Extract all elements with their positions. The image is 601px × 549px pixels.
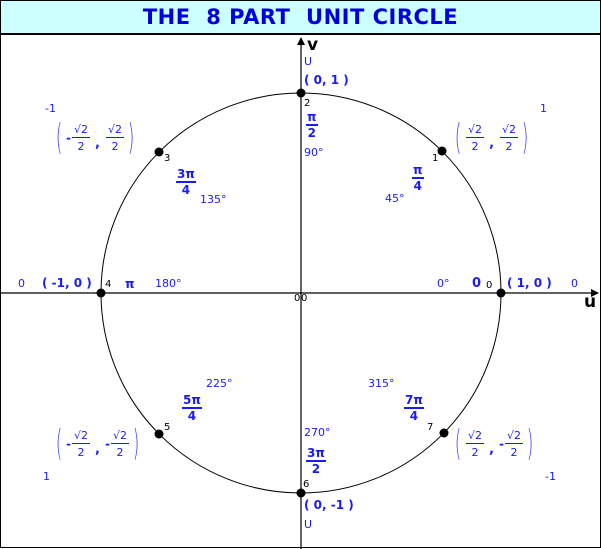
point-5-corner-value: 1 bbox=[43, 470, 50, 483]
v-axis-arrow-icon bbox=[297, 37, 305, 45]
u-axis-arrow-icon bbox=[591, 289, 599, 297]
point-4-radians: π bbox=[125, 277, 135, 291]
point-6-degrees: 270° bbox=[304, 426, 331, 439]
title-bar: THE 8 PART UNIT CIRCLE bbox=[1, 1, 600, 35]
point-6-radians: 3π 2 bbox=[306, 446, 326, 476]
point-2-dot bbox=[296, 88, 306, 98]
top-u-label: U bbox=[304, 55, 313, 68]
point-7-index: 7 bbox=[427, 422, 434, 433]
point-6-coord: ( 0, -1 ) bbox=[304, 498, 354, 512]
point-2-radians: π 2 bbox=[306, 110, 318, 140]
point-1-radians: π 4 bbox=[412, 163, 424, 193]
point-1-degrees: 45° bbox=[385, 192, 405, 205]
point-5-index: 5 bbox=[164, 422, 171, 433]
point-1-dot bbox=[437, 146, 447, 156]
point-7-dot bbox=[439, 428, 449, 438]
point-4-corner-value: 0 bbox=[18, 277, 25, 290]
point-3-radians: 3π 4 bbox=[176, 167, 196, 197]
u-axis-label: u bbox=[584, 292, 597, 312]
point-1-corner-value: 1 bbox=[540, 102, 547, 115]
point-2-coord: ( 0, 1 ) bbox=[304, 73, 349, 87]
point-2-degrees: 90° bbox=[304, 146, 324, 159]
point-3-dot bbox=[154, 147, 164, 157]
point-7-radians: 7π 4 bbox=[404, 393, 424, 423]
v-axis-label: v bbox=[307, 35, 319, 55]
origin-label-2: 0 bbox=[301, 293, 308, 304]
point-0-corner-value: 0 bbox=[571, 277, 578, 290]
point-4-dot bbox=[96, 288, 106, 298]
point-7-corner-value: -1 bbox=[545, 470, 556, 483]
point-5-dot bbox=[154, 429, 164, 439]
point-4-degrees: 180° bbox=[155, 277, 182, 290]
bottom-u-label: U bbox=[304, 518, 313, 531]
point-6-dot bbox=[296, 488, 306, 498]
origin-label: 0 bbox=[294, 293, 301, 304]
point-3-degrees: 135° bbox=[200, 193, 227, 206]
point-0-coord: ( 1, 0 ) bbox=[507, 276, 552, 290]
point-0-index: 0 bbox=[486, 280, 493, 291]
page-title: THE 8 PART UNIT CIRCLE bbox=[142, 5, 459, 29]
point-0-radians: 0 bbox=[472, 276, 482, 291]
point-6-index: 6 bbox=[303, 479, 310, 490]
point-4-index: 4 bbox=[105, 279, 112, 290]
right-paren: ) bbox=[521, 117, 529, 158]
point-0-degrees: 0° bbox=[437, 277, 450, 290]
point-5-radians: 5π 4 bbox=[182, 393, 202, 423]
point-4-coord: ( -1, 0 ) bbox=[42, 276, 92, 290]
point-3-corner-value: -1 bbox=[45, 102, 56, 115]
point-1-index: 1 bbox=[432, 153, 439, 164]
point-3-index: 3 bbox=[164, 153, 171, 164]
point-0-dot bbox=[496, 288, 506, 298]
left-paren: ( bbox=[454, 117, 462, 158]
point-5-degrees: 225° bbox=[206, 377, 233, 390]
point-7-degrees: 315° bbox=[368, 377, 395, 390]
point-2-index: 2 bbox=[304, 98, 311, 109]
